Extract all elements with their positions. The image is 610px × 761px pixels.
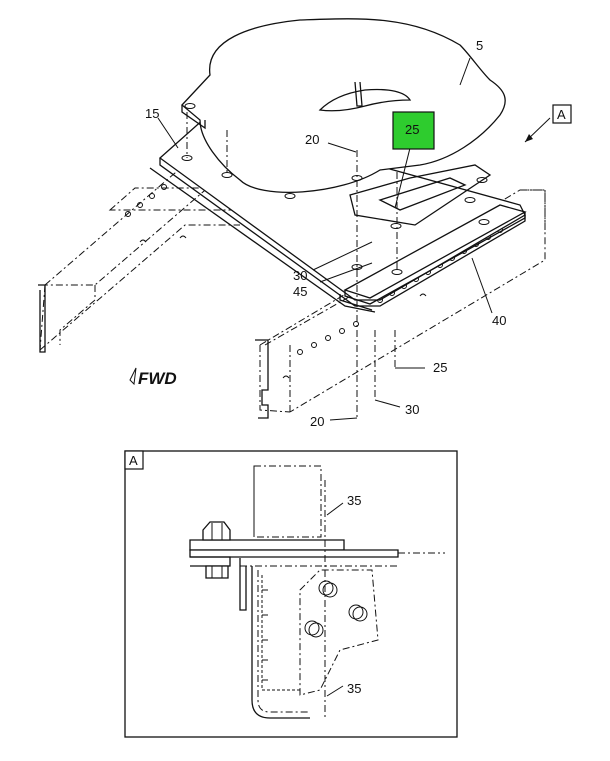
callout-15: 15 [145,106,159,121]
callout-5: 5 [476,38,483,53]
forward-arrow-icon [129,367,137,386]
view-reference-a: A [552,104,572,124]
leader-lines [157,57,551,421]
callout-20-top: 20 [305,132,319,147]
callout-20-bottom: 20 [310,414,324,429]
callout-40: 40 [492,313,506,328]
callout-25-low: 25 [433,360,447,375]
bolt-centerlines [186,112,398,420]
forward-indicator: FWD [129,367,177,388]
callout-35-top: 35 [347,493,361,508]
highlight-box [392,111,435,150]
fwd-label: FWD [138,369,177,388]
callout-25-highlight: 25 [405,122,419,137]
callout-30-bottom: 30 [405,402,419,417]
detail-view-a: A 35 [124,450,458,738]
detail-frame [124,450,458,738]
callout-35-bottom: 35 [347,681,361,696]
detail-label-a: A [129,453,138,468]
view-reference-a-label: A [557,107,566,122]
callout-45: 45 [293,284,307,299]
spacer-strips [339,204,527,311]
callout-30-mid: 30 [293,268,307,283]
highlight-callout-25[interactable]: 25 [392,111,435,150]
